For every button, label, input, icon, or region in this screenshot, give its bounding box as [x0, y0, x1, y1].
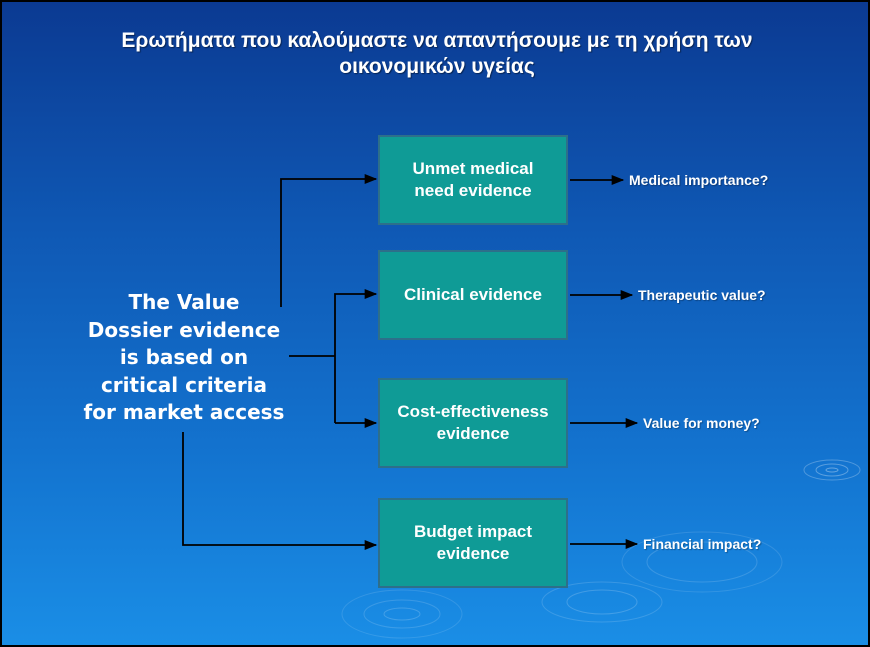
question-financial-impact: Financial impact? — [643, 536, 762, 552]
statement-line: Dossier evidence — [87, 317, 281, 342]
connector-to-budget-impact — [182, 432, 378, 551]
statement-line: is based on — [119, 345, 249, 369]
statement-line: The Value — [128, 290, 240, 314]
budget-impact-box: Budget impact evidence — [378, 498, 568, 588]
value-dossier-statement: The Value Dossier evidence is based on c… — [68, 289, 300, 427]
unmet-medical-need-box: Unmet medical need evidence — [378, 135, 568, 225]
slide-title-line-1: Ερωτήματα που καλούμαστε να απαντήσουμε … — [121, 29, 753, 52]
box-label-line: need evidence — [414, 181, 532, 200]
box-label-line: evidence — [436, 544, 510, 563]
clinical-evidence-box: Clinical evidence — [378, 250, 568, 340]
box-label-line: Cost-effectiveness — [397, 402, 549, 421]
statement-line: for market access — [83, 400, 285, 424]
statement-line: critical criteria — [100, 372, 268, 397]
question-therapeutic-value: Therapeutic value? — [638, 287, 766, 303]
box-label-line: Budget impact — [413, 522, 533, 541]
box-label-line: Clinical evidence — [404, 285, 542, 304]
slide-title-line-2: οικονομικών υγείας — [339, 55, 535, 78]
connector-to-clinical — [334, 288, 378, 423]
question-medical-importance: Medical importance? — [629, 172, 769, 188]
connector-to-unmet-need — [280, 173, 378, 307]
question-value-for-money: Value for money? — [643, 415, 760, 431]
cost-effectiveness-box: Cost-effectiveness evidence — [378, 378, 568, 468]
box-label-line: evidence — [436, 424, 510, 443]
box-label-line: Unmet medical — [412, 159, 534, 178]
